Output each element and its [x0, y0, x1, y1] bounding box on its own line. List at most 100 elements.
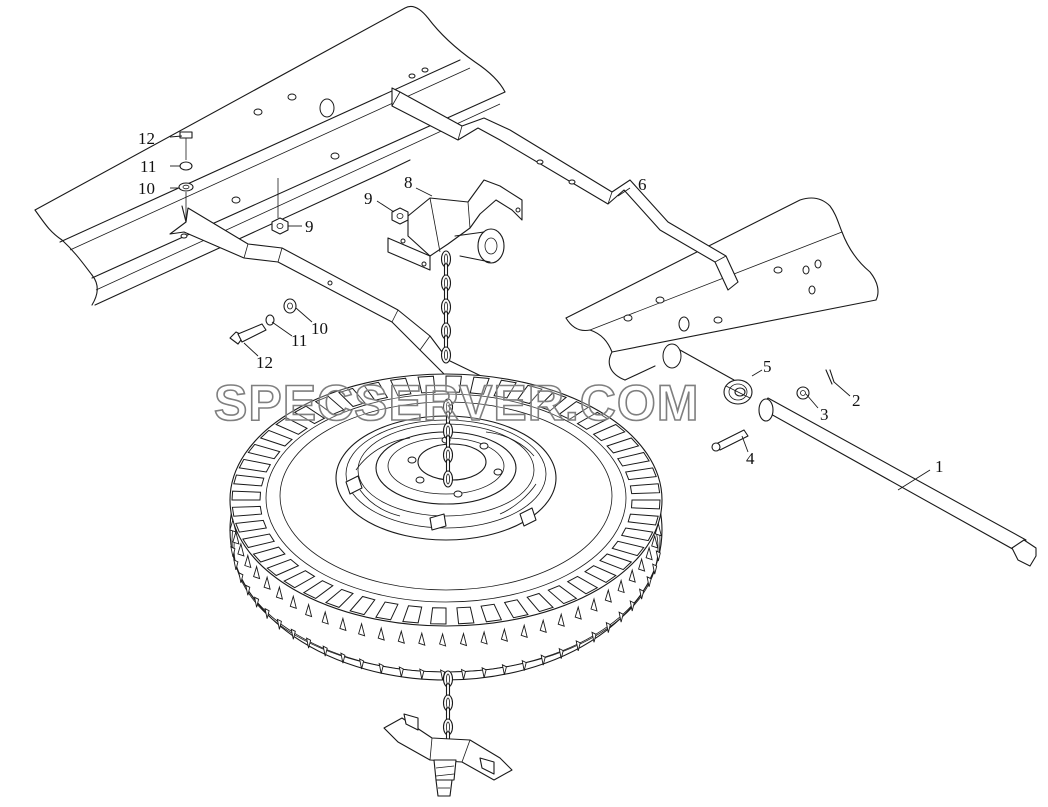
- tread-block: [402, 605, 423, 624]
- tread-block: [558, 401, 590, 420]
- tread-block: [252, 546, 286, 563]
- sidewall-rib: [654, 522, 662, 537]
- sidewall-rib: [275, 585, 284, 600]
- tread-block: [242, 533, 276, 549]
- tread-block: [630, 499, 661, 510]
- tread-block: [445, 375, 462, 393]
- tread-block: [584, 565, 617, 583]
- sidewall-rib-lower: [605, 621, 611, 633]
- callout-10a: 10: [138, 179, 155, 198]
- sidewall-rib-lower: [481, 666, 487, 678]
- callout-12a: 12: [138, 129, 155, 148]
- pin-4: [711, 429, 749, 452]
- fastener-stack-upper: [178, 131, 279, 220]
- sidewall-rib-lower: [245, 584, 251, 596]
- callout-4: 4: [746, 449, 755, 468]
- sidewall-rib-lower: [646, 575, 652, 587]
- tread-block: [456, 606, 475, 625]
- sidewall-rib-lower: [238, 571, 244, 583]
- right-frame-rail: [565, 197, 879, 381]
- tread-block: [324, 588, 354, 608]
- sidewall-rib: [237, 542, 245, 557]
- tread-block: [231, 490, 262, 501]
- chain-retainer-plate: [383, 713, 513, 797]
- tread-block: [576, 411, 609, 430]
- callout-9a: 9: [364, 189, 373, 208]
- tread-block: [247, 443, 281, 460]
- tread-block: [516, 384, 543, 405]
- tread-block: [469, 376, 490, 395]
- sidewall-rib-lower: [290, 628, 296, 640]
- cotter-pin-2: [825, 369, 835, 385]
- tread-block: [627, 513, 659, 526]
- right-rail-holes: [623, 259, 822, 369]
- sidewall-rib: [339, 616, 347, 632]
- sidewall-rib-lower: [558, 647, 564, 659]
- tread-block: [480, 603, 503, 623]
- sidewall-rib-lower: [655, 550, 661, 562]
- tread-block: [417, 375, 436, 394]
- tread-block: [302, 580, 334, 599]
- callout-numbers: 1 2 3 4 5 6 8 9 9 10 10 11 11 12 12: [138, 129, 944, 476]
- leader-lines: [169, 135, 931, 491]
- callout-5: 5: [763, 357, 772, 376]
- sidewall-rib: [638, 557, 646, 572]
- tread-block: [430, 607, 447, 625]
- chain-mid-link-inner: [445, 473, 450, 485]
- sidewall-rib-lower: [264, 607, 270, 619]
- tread-block: [566, 575, 599, 595]
- sidewall-rib: [617, 578, 625, 594]
- nut-9-upper: [391, 207, 409, 225]
- sidewall-rib-lower: [460, 668, 467, 680]
- tread-block: [606, 437, 640, 454]
- tread-block: [231, 505, 263, 517]
- sidewall-rib: [229, 518, 237, 533]
- callout-3: 3: [820, 405, 829, 424]
- tread-block: [503, 599, 529, 619]
- sidewall-rib-lower: [340, 652, 346, 664]
- sidewall-rib-lower: [378, 662, 384, 674]
- tread-block: [620, 527, 654, 542]
- sidewall-rib: [263, 575, 271, 590]
- sidewall-rib: [253, 564, 261, 580]
- sidewall-rib-lower: [419, 668, 425, 680]
- sidewall-rib-lower: [322, 645, 328, 657]
- tread-block: [238, 458, 272, 473]
- sidewall-rib: [305, 602, 313, 618]
- callout-10b: 10: [311, 319, 328, 338]
- sidewall-rib: [480, 630, 488, 645]
- tread-block: [538, 392, 568, 412]
- bracket-8: [387, 179, 523, 271]
- sidewall-rib: [500, 627, 509, 642]
- callout-6: 6: [638, 175, 647, 194]
- tread-block: [259, 429, 293, 447]
- sidewall-rib-lower: [618, 611, 624, 623]
- sidewall-rib-lower: [230, 545, 236, 557]
- sidewall-rib-lower: [591, 631, 597, 643]
- sidewall-rib: [590, 597, 598, 612]
- callout-12b: 12: [256, 353, 273, 372]
- callout-11b: 11: [291, 331, 307, 350]
- sidewall-rib-lower: [233, 559, 239, 571]
- crossmember-6: [391, 87, 739, 291]
- sidewall-rib: [557, 612, 565, 627]
- sidewall-rib: [645, 546, 653, 561]
- chain-upper-link-inner: [443, 349, 448, 361]
- tread-block: [616, 451, 650, 467]
- tread-block: [363, 381, 389, 401]
- sidewall-rib-lower: [253, 596, 260, 608]
- sidewall-rib: [397, 629, 405, 644]
- tread-block: [233, 474, 265, 487]
- sidewall-rib: [321, 610, 329, 625]
- washer-3: [796, 386, 810, 400]
- sidewall-rib: [289, 594, 297, 609]
- tread-block: [293, 405, 326, 425]
- sidewall-rib-lower: [638, 588, 645, 600]
- callout-8: 8: [404, 173, 413, 192]
- tire-tread: [231, 375, 661, 625]
- tread-block: [349, 595, 376, 616]
- tire-sidewall-tread: [229, 518, 662, 681]
- rail-holes: [231, 67, 429, 204]
- sidewall-rib: [604, 588, 612, 603]
